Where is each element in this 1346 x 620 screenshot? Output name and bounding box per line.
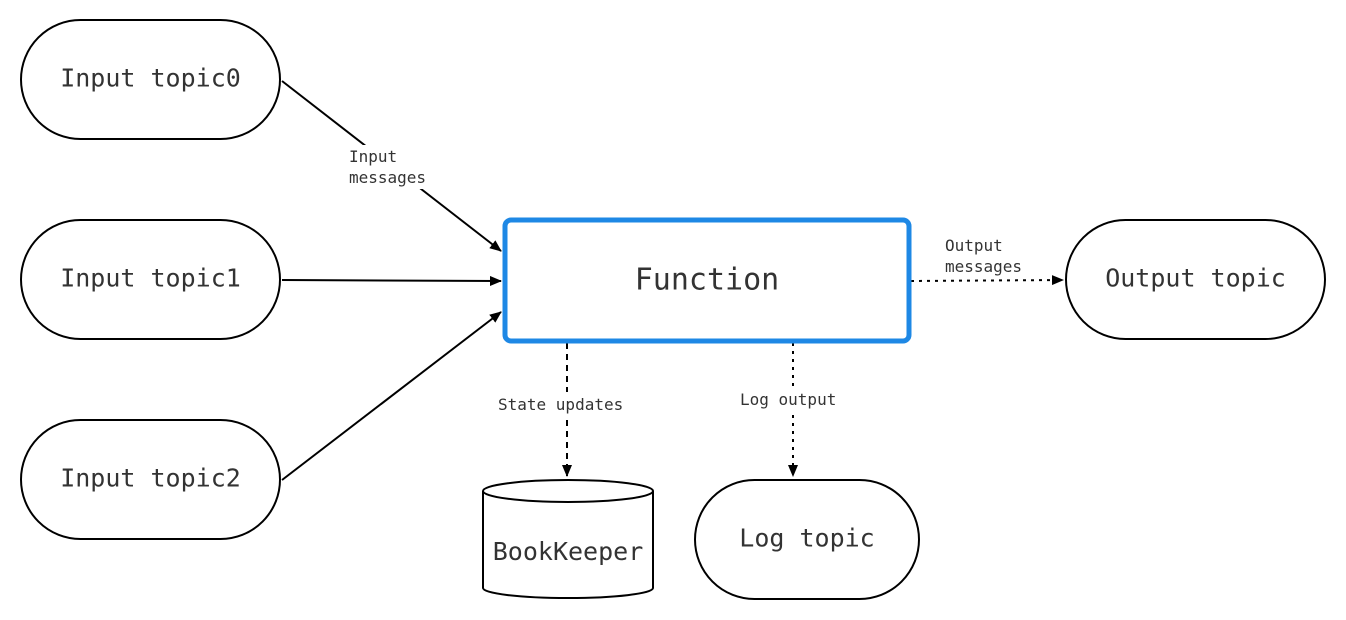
edge-label-input-messages-1: Input (349, 147, 397, 166)
edge-label-state-updates: State updates (498, 395, 623, 414)
node-input-topic-0-label: Input topic0 (60, 64, 241, 93)
edge-function-to-output (910, 275, 1064, 286)
node-bookkeeper-label: BookKeeper (493, 537, 644, 566)
node-input-topic-1-label: Input topic1 (60, 264, 241, 293)
node-bookkeeper: BookKeeper (482, 479, 654, 599)
node-log-topic-label: Log topic (739, 524, 874, 553)
edge-topic2-to-function (281, 311, 502, 481)
edge-topic1-to-function (281, 275, 502, 286)
edge-label-log-output: Log output (740, 390, 836, 409)
node-output-topic-label: Output topic (1105, 264, 1286, 293)
node-function: Function (502, 217, 912, 344)
node-output-topic: Output topic (1065, 219, 1326, 340)
edge-label-output-messages-1: Output (945, 236, 1003, 255)
edge-label-output-messages-2: messages (945, 257, 1022, 276)
node-input-topic-2: Input topic2 (20, 419, 281, 540)
node-function-label: Function (635, 263, 780, 298)
edge-label-input-messages-2: messages (349, 168, 426, 187)
node-input-topic-2-label: Input topic2 (60, 464, 241, 493)
node-log-topic: Log topic (694, 479, 920, 600)
node-input-topic-1: Input topic1 (20, 219, 281, 340)
node-input-topic-0: Input topic0 (20, 19, 281, 140)
